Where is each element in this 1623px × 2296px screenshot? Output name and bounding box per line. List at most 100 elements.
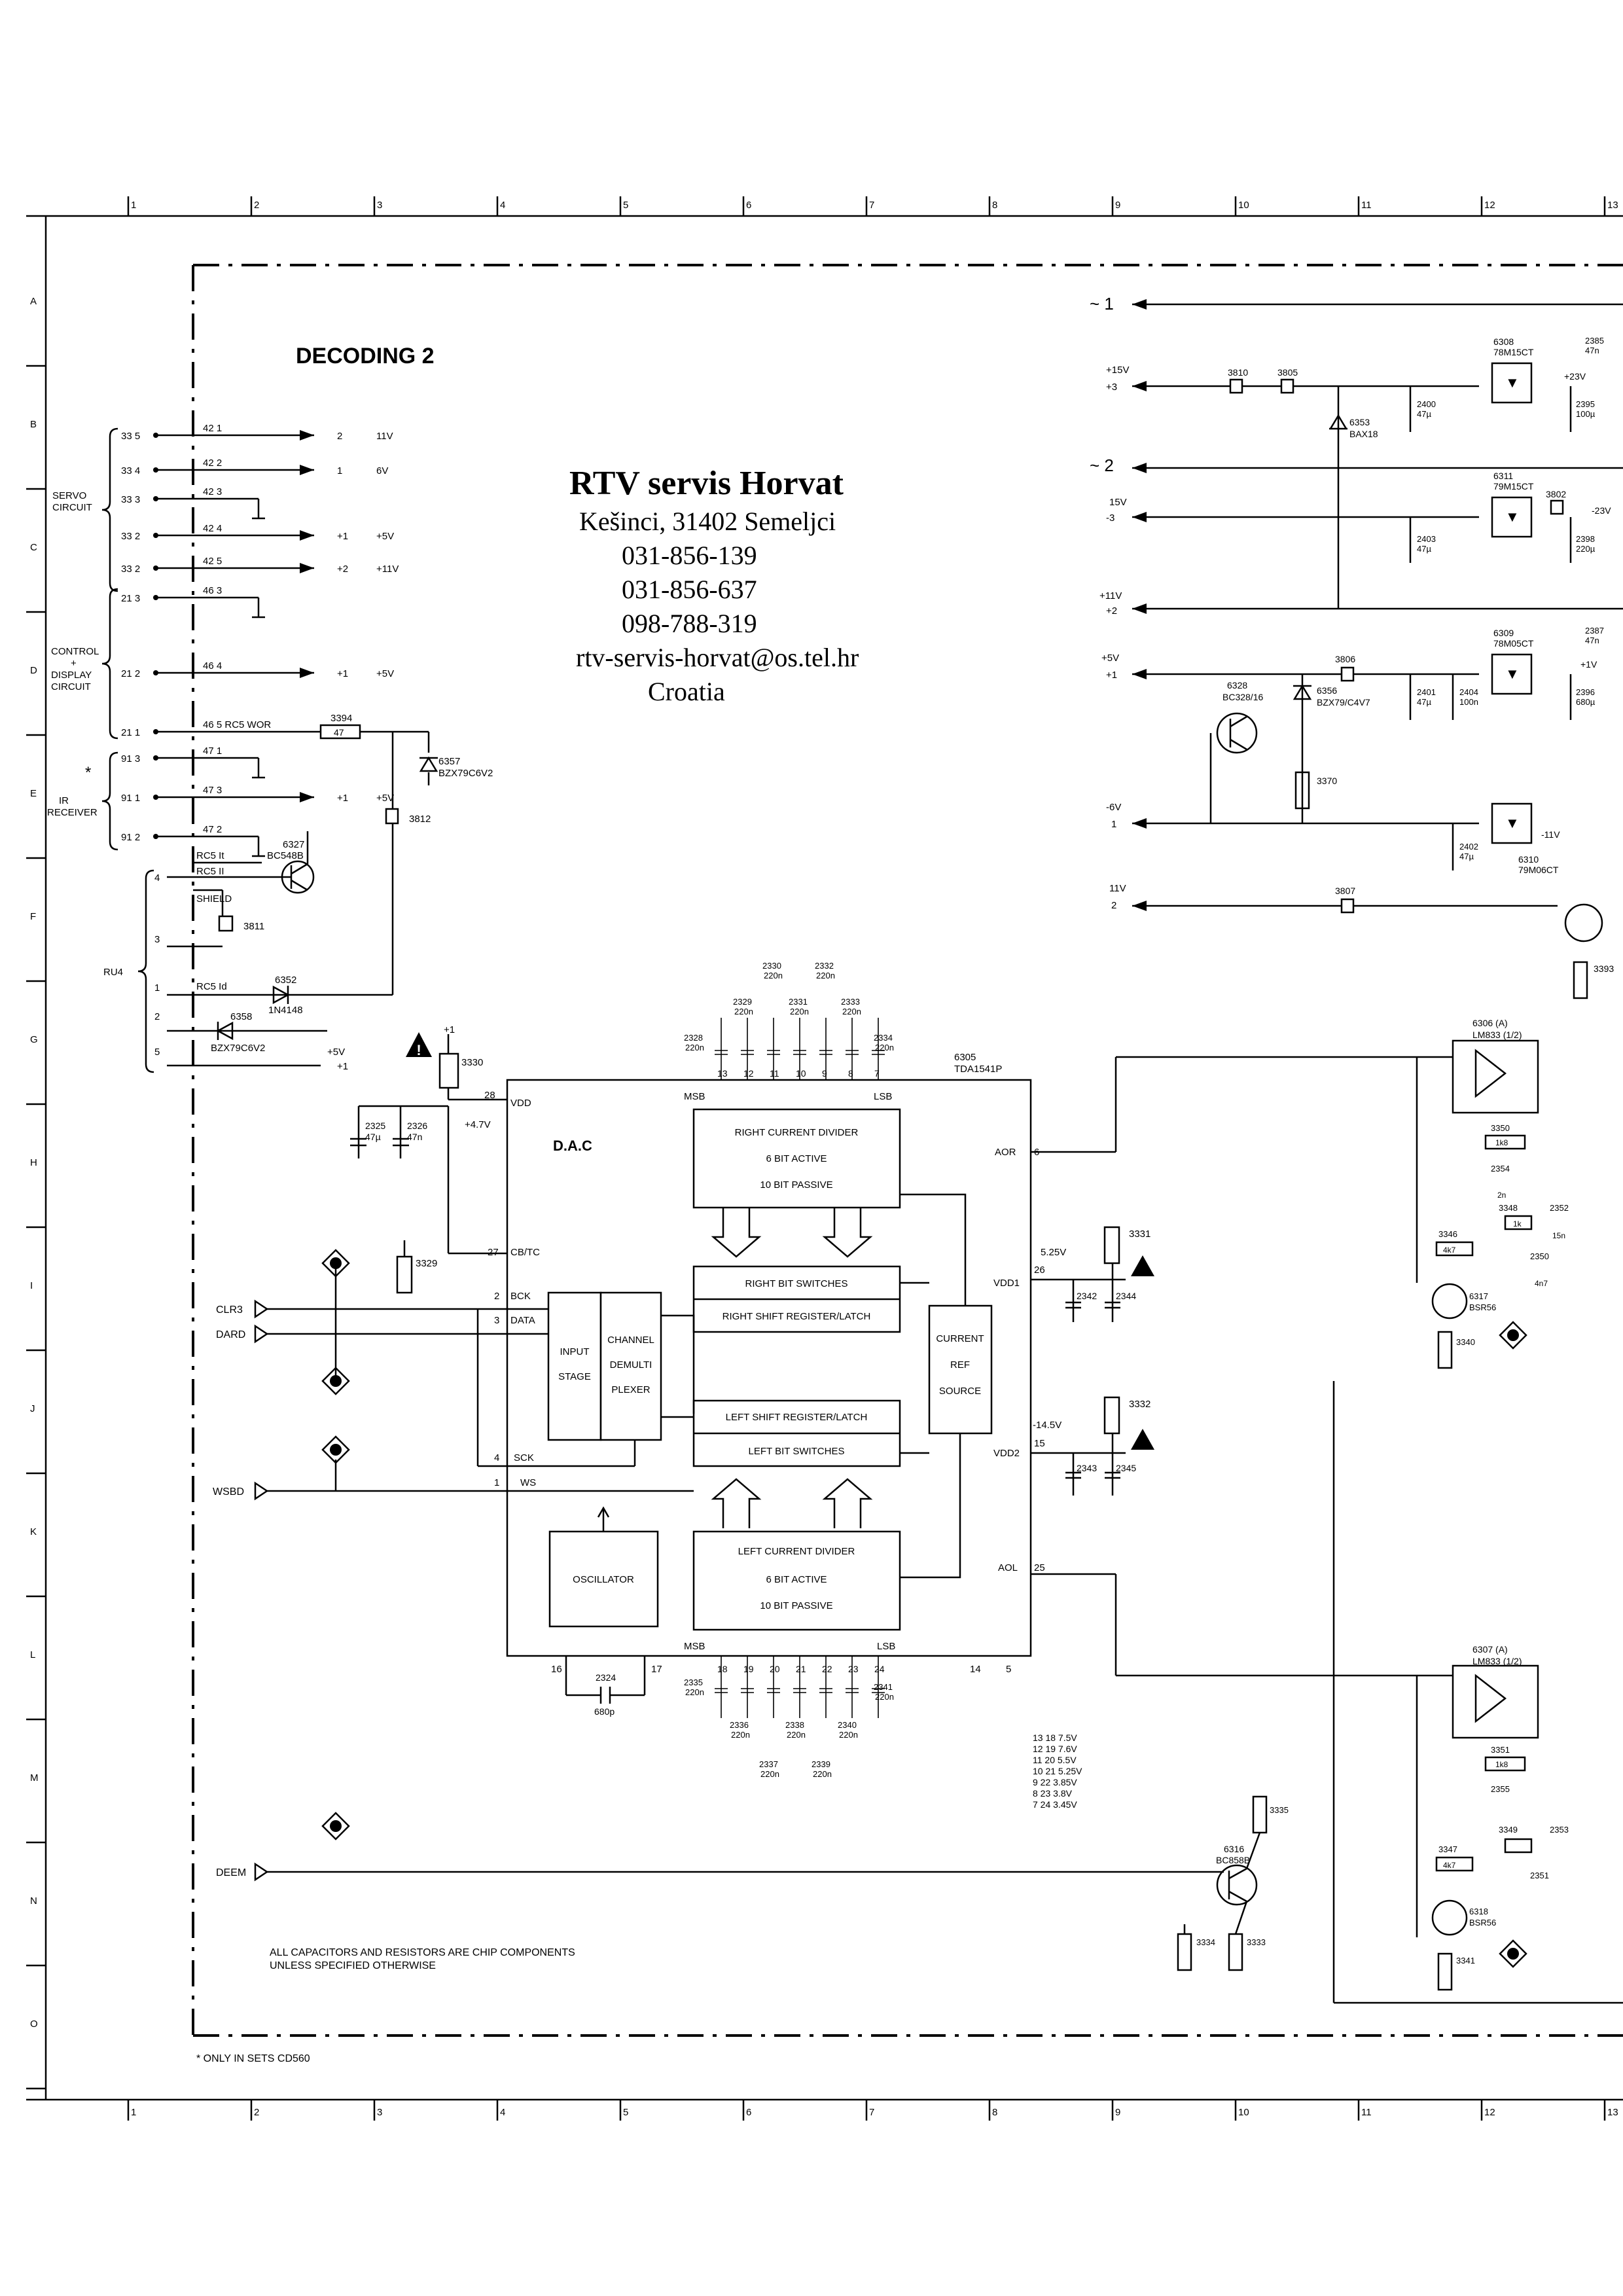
svg-text:STAGE: STAGE [558,1371,591,1382]
svg-text:RC5 It: RC5 It [196,850,224,861]
svg-text:3805: 3805 [1277,367,1298,378]
cap-value: 220n [685,1043,704,1052]
svg-text:PLEXER: PLEXER [611,1384,650,1395]
col-label: 6 [746,200,751,211]
svg-text:2343: 2343 [1077,1463,1097,1473]
svg-text:6307 (A): 6307 (A) [1472,1644,1508,1655]
test-point-icon [1499,1321,1527,1350]
svg-text:+15V: +15V [1106,365,1129,376]
svg-text:2: 2 [494,1291,499,1302]
channel-demux-block [599,1291,662,1441]
svg-text:!: ! [416,1042,421,1058]
svg-text:3333: 3333 [1247,1937,1266,1947]
svg-text:2351: 2351 [1530,1871,1549,1880]
svg-text:47n: 47n [1585,346,1599,355]
svg-text:2353: 2353 [1550,1825,1569,1835]
svg-text:42 1: 42 1 [203,423,222,434]
dac-top-pin: 7 [874,1068,880,1079]
cap-value: 220n [685,1687,704,1697]
svg-text:BZX79C6V2: BZX79C6V2 [211,1043,265,1054]
svg-text:CURRENT: CURRENT [936,1333,984,1344]
dac-bottom-pin: 21 [796,1664,806,1674]
svg-text:1N4148: 1N4148 [268,1005,303,1016]
svg-text:+5V: +5V [376,793,394,804]
svg-text:3802: 3802 [1546,489,1566,499]
svg-text:6311: 6311 [1493,471,1513,481]
pin-voltage-row: 9 22 3.85V [1033,1777,1077,1787]
col-label: 5 [623,2107,628,2118]
cap-value: 220n [875,1692,894,1702]
svg-text:6317: 6317 [1469,1291,1488,1301]
branding-stamp: RTV servis Horvat Kešinci, 31402 Semeljc… [569,465,859,706]
svg-text:1k8: 1k8 [1495,1760,1508,1769]
dac-top-pin: 13 [717,1068,728,1079]
dac-bottom-pin: 22 [822,1664,832,1674]
col-label: 1 [131,2107,136,2118]
input-signals: CLR3 DARD WSBD DEEM [213,1263,1224,1882]
col-label: 4 [500,2107,505,2118]
col-label: 10 [1238,2107,1249,2118]
test-point-icon [321,1367,350,1395]
row-label: K [30,1526,37,1537]
svg-text:+1: +1 [1106,670,1117,681]
svg-text:BAX18: BAX18 [1349,429,1378,439]
svg-text:6309: 6309 [1493,628,1514,638]
connector-pin: 91 247 2 [121,824,265,857]
resistor-3330 [438,1052,459,1089]
svg-text:3347: 3347 [1438,1844,1457,1854]
svg-text:17: 17 [651,1664,662,1675]
frame [26,215,1623,2101]
svg-text:SCK: SCK [514,1452,534,1463]
svg-text:6 BIT ACTIVE: 6 BIT ACTIVE [766,1574,827,1585]
svg-text:42 2: 42 2 [203,457,222,469]
col-label: 8 [992,200,997,211]
svg-text:3351: 3351 [1491,1745,1510,1755]
resistor-3329 [396,1255,413,1294]
svg-text:RC5 II: RC5 II [196,866,224,877]
svg-text:3393: 3393 [1594,963,1614,974]
svg-text:1k8: 1k8 [1495,1138,1508,1147]
connector-pin: 21 146 5 RC5 WOR [121,719,271,738]
brand-address: Kešinci, 31402 Semeljci [579,507,836,536]
svg-text:2398: 2398 [1576,534,1595,544]
svg-text:AOR: AOR [995,1147,1016,1158]
svg-text:2404: 2404 [1459,687,1478,697]
svg-text:+1V: +1V [1580,659,1597,670]
svg-text:91 1: 91 1 [121,793,140,804]
svg-text:33 2: 33 2 [121,564,140,575]
svg-text:CHANNEL: CHANNEL [607,1335,654,1346]
svg-text:2345: 2345 [1116,1463,1136,1473]
svg-text:2355: 2355 [1491,1784,1510,1794]
svg-text:+2: +2 [337,564,348,575]
svg-text:BZX79C6V2: BZX79C6V2 [438,768,493,779]
svg-text:11V: 11V [376,431,393,442]
svg-text:LM833 (1/2): LM833 (1/2) [1472,1656,1522,1666]
signal-dard: DARD [216,1329,245,1340]
svg-text:46 3: 46 3 [203,585,222,596]
svg-text:2344: 2344 [1116,1291,1136,1301]
svg-text:~ 2: ~ 2 [1090,456,1114,475]
pin-voltage-row: 8 23 3.8V [1033,1788,1073,1799]
row-label: M [30,1772,39,1784]
connector-pin: 33 242 4+1+5V [121,523,394,542]
row-label: A [30,296,37,307]
power-supply: ~ 1 ~ 2 +15V +3 15V -3 +11V +2 +5V +1 -6… [1090,294,1623,999]
test-points [321,1249,1527,1968]
svg-text:15n: 15n [1552,1231,1565,1240]
svg-text:3807: 3807 [1335,886,1355,896]
pin-voltage-row: 13 18 7.5V [1033,1732,1077,1743]
col-label: 7 [869,200,874,211]
svg-text:+23V: +23V [1564,371,1586,382]
col-label: 10 [1238,200,1249,211]
svg-text:33 3: 33 3 [121,494,140,505]
svg-text:3810: 3810 [1228,367,1248,378]
signal-clr: CLR3 [216,1304,243,1316]
svg-text:SHIELD: SHIELD [196,893,232,905]
svg-text:▼: ▼ [1505,666,1520,682]
cap-label: 2338 [785,1720,804,1730]
cap-value: 220n [875,1043,894,1052]
svg-text:2326: 2326 [407,1121,427,1131]
test-point-icon [321,1812,350,1840]
